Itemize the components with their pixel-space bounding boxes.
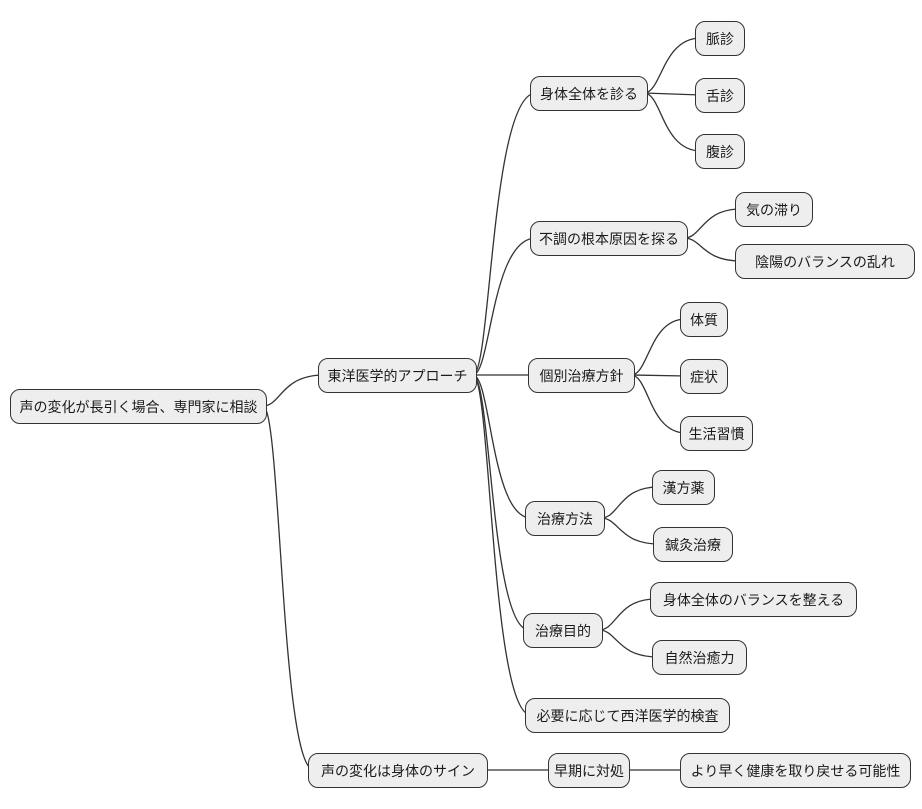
mindmap-node-yinyang-imbalance: 陰陽のバランスの乱れ: [735, 244, 915, 279]
mindmap-node-root: 声の変化が長引く場合、専門家に相談: [10, 389, 267, 424]
mindmap-node-symptoms: 症状: [680, 359, 728, 394]
edge-eastern-methods: [472, 374, 532, 519]
edge-cause-qi: [683, 208, 742, 239]
mindmap-node-kampo-medicine: 漢方薬: [652, 470, 715, 505]
edge-eastern-root-cause: [472, 237, 537, 376]
mindmap-node-early-recovery: より早く健康を取り戻せる可能性: [680, 753, 911, 788]
edge-methods-kampo: [600, 486, 659, 519]
mindmap-node-qi-stagnation: 気の滞り: [735, 192, 813, 227]
mindmap-node-natural-healing: 自然治癒力: [652, 640, 747, 675]
mindmap-node-whole-body-balance: 身体全体のバランスを整える: [650, 582, 857, 617]
mindmap-node-individual-policy: 個別治療方針: [528, 358, 635, 393]
mindmap-node-root-cause: 不調の根本原因を探る: [530, 221, 688, 256]
edge-eastern-holistic: [472, 92, 537, 376]
edge-root-voice-sign: [262, 405, 315, 771]
edge-root-eastern-approach: [262, 374, 325, 407]
edge-eastern-purpose: [472, 374, 530, 631]
mindmap-node-voice-sign: 声の変化は身体のサイン: [308, 753, 488, 788]
edge-individual-symptoms: [630, 374, 687, 377]
mindmap-node-lifestyle: 生活習慣: [680, 416, 753, 451]
mindmap-node-early-action: 早期に対処: [548, 753, 630, 788]
mindmap-node-acupuncture: 鍼灸治療: [653, 527, 733, 562]
edge-eastern-western-tests: [472, 374, 532, 716]
mindmap-node-treatment-methods: 治療方法: [525, 501, 605, 536]
edge-holistic-tongue: [643, 92, 702, 96]
mindmap-node-tongue-diagnosis: 舌診: [695, 78, 745, 113]
mindmap-node-treatment-purpose: 治療目的: [523, 613, 603, 648]
mindmap-node-pulse-diagnosis: 脈診: [695, 21, 745, 56]
edge-methods-acupuncture: [600, 517, 660, 545]
mindmap-node-holistic-exam: 身体全体を診る: [530, 76, 648, 111]
mindmap-node-constitution: 体質: [680, 302, 728, 337]
edge-holistic-pulse: [643, 37, 702, 94]
edge-purpose-healing: [598, 629, 659, 658]
edge-cause-yinyang: [683, 237, 742, 262]
edge-individual-lifestyle: [630, 374, 687, 434]
mindmap-node-western-tests: 必要に応じて西洋医学的検査: [525, 698, 730, 733]
edge-holistic-abdominal: [643, 92, 702, 152]
edge-purpose-balance: [598, 598, 657, 631]
mindmap-node-abdominal-diagnosis: 腹診: [695, 134, 745, 169]
edge-individual-constitution: [630, 318, 687, 376]
mindmap-node-eastern-approach: 東洋医学的アプローチ: [318, 358, 477, 393]
